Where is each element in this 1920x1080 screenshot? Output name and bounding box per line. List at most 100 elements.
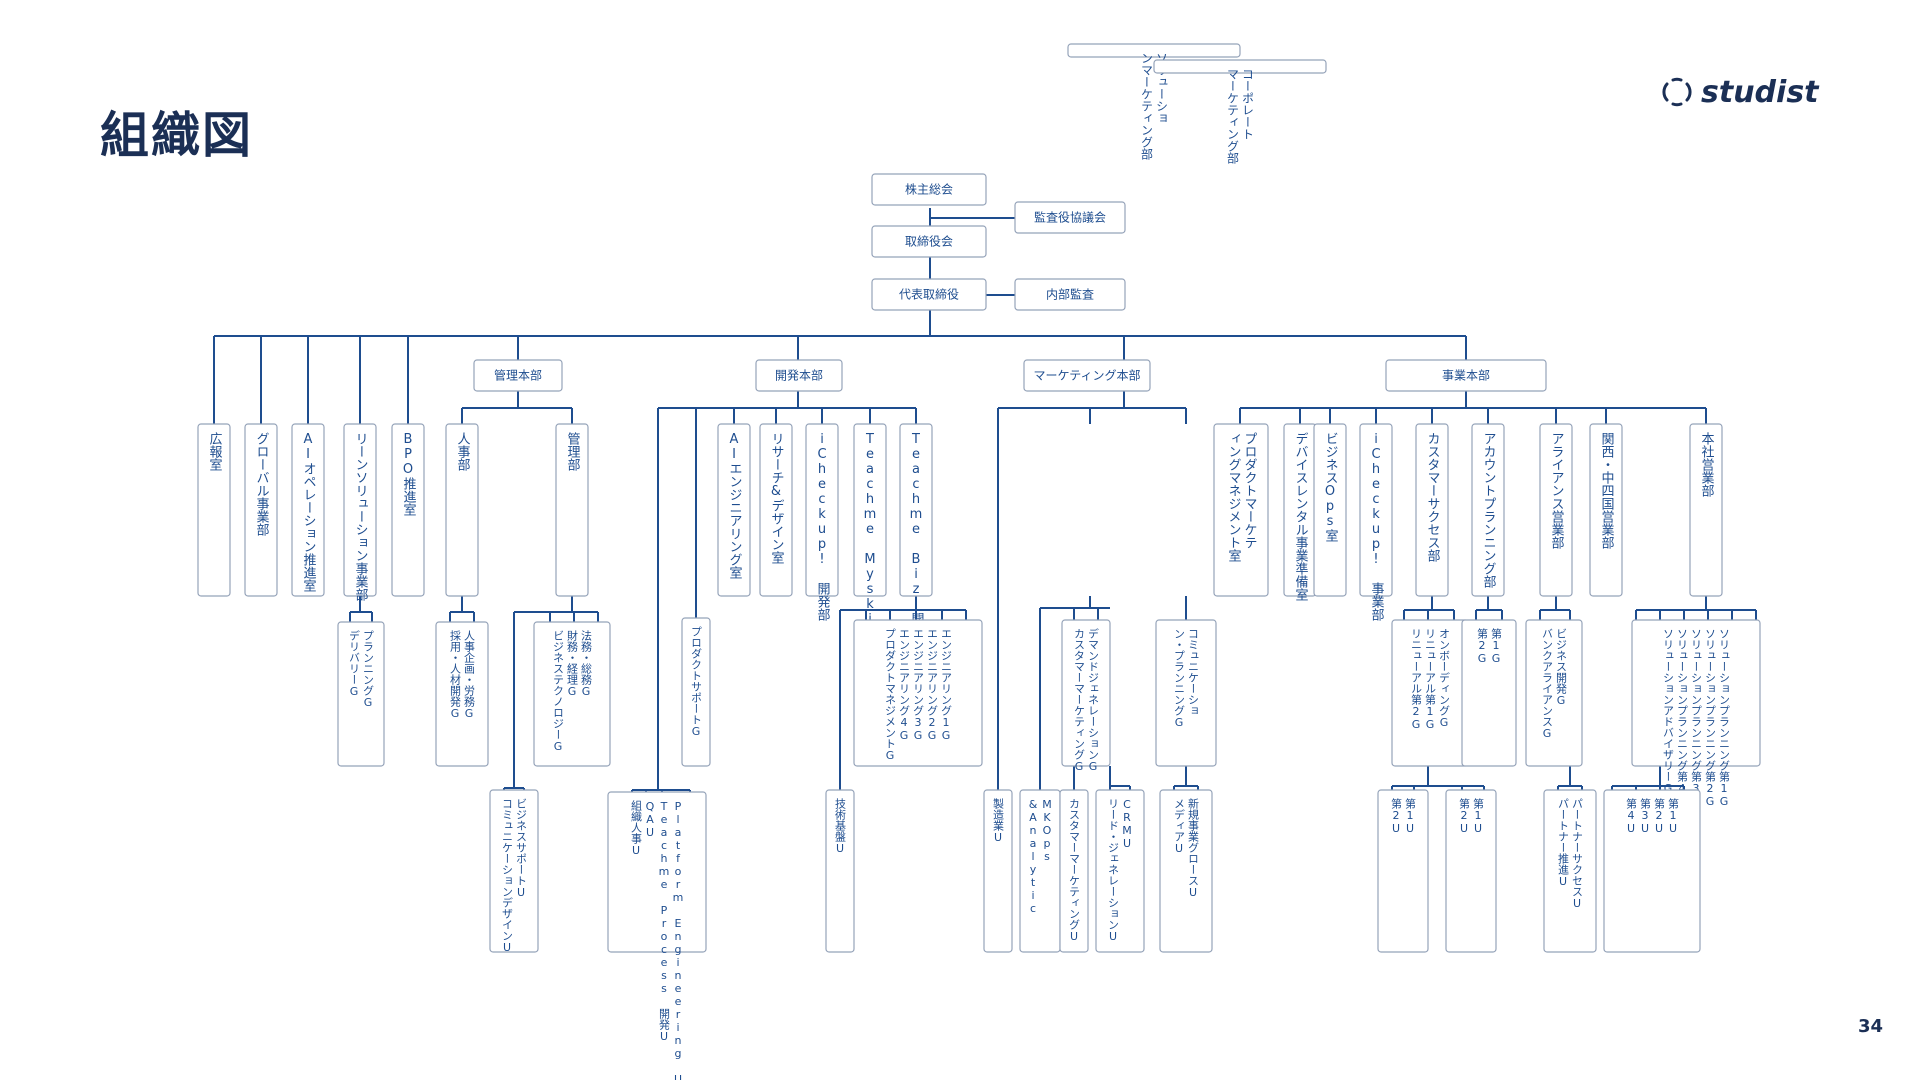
- org-node-mkt-hq: マーケティング本部: [1023, 359, 1151, 392]
- node-box: [1067, 43, 1241, 58]
- node-label: ビジネステクノロジーG: [552, 630, 565, 753]
- node-box: [435, 621, 489, 767]
- node-label: 第2U: [1458, 797, 1471, 835]
- node-label: ンマーケティング部: [1140, 52, 1154, 160]
- node-box: [1095, 789, 1145, 953]
- node-label: コミュニケーショ: [1187, 628, 1200, 716]
- node-box: [489, 789, 539, 953]
- node-label: 株主総会: [905, 182, 953, 197]
- node-box: [871, 225, 987, 258]
- node-label: &Analytic: [1027, 798, 1040, 915]
- node-box: [1689, 423, 1723, 597]
- node-label: 事業本部: [1442, 368, 1490, 383]
- node-label: マーケティング本部: [1033, 368, 1140, 383]
- org-node-tech-base-u: 技術基盤U: [825, 789, 855, 953]
- node-box: [607, 791, 707, 953]
- org-node-lean: リーンソリューション事業部: [343, 423, 377, 601]
- node-label: 第1U: [1404, 797, 1417, 835]
- node-box: [1155, 619, 1217, 767]
- node-box: [1023, 359, 1151, 392]
- studist-logo-icon: [1662, 77, 1692, 107]
- node-label: 関西・中四国営業部: [1599, 432, 1615, 549]
- org-node-mkops-u: MKOps&Analytic: [1019, 789, 1061, 953]
- node-label: プランニングG: [362, 630, 375, 709]
- org-node-ai-ops: AIオペレーション推進室: [291, 423, 325, 597]
- org-node-kansai: 関西・中四国営業部: [1589, 423, 1623, 597]
- node-box: [1313, 423, 1347, 597]
- node-label: リード・ジェネレーションU: [1107, 798, 1120, 943]
- org-node-customer-mkt-u: カスタマーマーケティングU: [1059, 789, 1089, 953]
- node-label: Teachme Process 開発U: [658, 800, 671, 1043]
- node-box: [717, 423, 751, 597]
- node-box: [899, 423, 933, 597]
- node-box: [759, 423, 793, 597]
- node-label: ビジネス開発G: [1555, 628, 1568, 707]
- node-box: [343, 423, 377, 597]
- org-node-admin-hq: 管理本部: [473, 359, 563, 392]
- node-label: ン・プランニングG: [1173, 628, 1186, 729]
- node-box: [1525, 619, 1583, 767]
- node-box: [1461, 619, 1517, 767]
- node-label: コミュニケーションデザインU: [501, 798, 514, 954]
- org-node-biz-hq: 事業本部: [1385, 359, 1547, 392]
- node-label: Teachme Biz 開発部: [909, 432, 925, 651]
- node-label: Platform Engineering U: [672, 800, 685, 1080]
- node-label: ソリューションプランニング第3G: [1690, 628, 1703, 808]
- org-node-research-design: リサーチ&デザイン室: [759, 423, 793, 597]
- node-label: 組織人事U: [630, 800, 643, 857]
- node-label: デバイスレンタル事業準備室: [1293, 432, 1309, 601]
- node-box: [473, 359, 563, 392]
- node-label: 第1U: [1472, 797, 1485, 835]
- node-label: 第4U: [1625, 797, 1638, 835]
- org-node-product-support-g: プロダクトサポートG: [681, 617, 711, 767]
- node-box: [681, 617, 711, 767]
- org-node-account-planning: アカウントプランニング部: [1471, 423, 1505, 597]
- node-label: 開発本部: [775, 368, 823, 383]
- node-label: 第2G: [1476, 627, 1489, 665]
- node-label: アカウントプランニング部: [1481, 432, 1497, 588]
- node-label: パートナーサクセスU: [1571, 798, 1584, 910]
- org-node-icheckup-biz: iCheckup! 事業部: [1359, 423, 1393, 621]
- node-label: デリバリーG: [348, 629, 361, 698]
- node-label: プロダクトサポートG: [690, 626, 703, 738]
- node-box: [1603, 789, 1701, 953]
- node-box: [1415, 423, 1449, 597]
- node-label: QAU: [644, 800, 657, 839]
- node-label: ィングマネジメント室: [1226, 432, 1242, 562]
- node-label: 新規事業グロースU: [1187, 797, 1200, 899]
- org-node-device-rental: デバイスレンタル事業準備室: [1283, 423, 1317, 601]
- org-node-mgmt: 管理部: [555, 423, 589, 597]
- node-box: [1153, 59, 1327, 74]
- node-label: 第3U: [1639, 797, 1652, 835]
- node-label: MKOps: [1041, 798, 1054, 863]
- node-label: ソリューションアドバイザリーG: [1662, 628, 1675, 795]
- node-label: 第1G: [1490, 627, 1503, 665]
- node-box: [533, 621, 611, 767]
- org-node-pr: 広報室: [197, 423, 231, 597]
- node-box: [244, 423, 278, 597]
- node-label: カスタマーマーケティングU: [1068, 798, 1081, 943]
- node-label: リサーチ&デザイン室: [769, 432, 785, 564]
- node-label: プロダクトマネジメントG: [884, 628, 897, 762]
- node-label: ビジネスOps室: [1323, 432, 1339, 542]
- node-label: メディアU: [1173, 798, 1186, 855]
- node-box: [1539, 423, 1573, 597]
- node-label: ソリューションプランニング第2G: [1704, 628, 1717, 808]
- org-node-biz-ops: ビジネスOps室: [1313, 423, 1347, 597]
- org-node-global: グローバル事業部: [244, 423, 278, 597]
- node-label: グローバル事業部: [254, 432, 270, 536]
- brand-name: studist: [1701, 74, 1819, 110]
- org-node-hr: 人事部: [445, 423, 479, 597]
- org-node-ai-eng: AIエンジニアリング室: [717, 423, 751, 597]
- org-node-hq-sales: 本社営業部: [1689, 423, 1723, 597]
- node-box: [1589, 423, 1623, 597]
- page-number: 34: [1858, 1016, 1884, 1037]
- org-node-eng1-g: エンジニアリング1Gエンジニアリング2Gエンジニアリング3Gエンジニアリング4G…: [853, 619, 983, 767]
